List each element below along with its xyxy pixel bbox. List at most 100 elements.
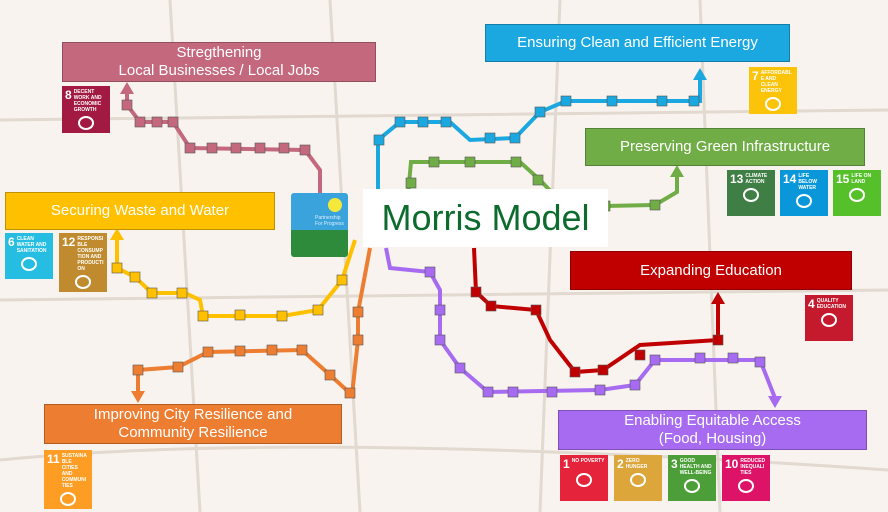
station-business (230, 142, 242, 154)
sdg-number: 13 (730, 172, 744, 186)
station-green (405, 177, 417, 189)
theme-title: Securing Waste and Water (51, 202, 229, 220)
sdg-label: SUSTAINABLE CITIES AND COMMUNITIES (61, 453, 87, 489)
station-energy (417, 116, 429, 128)
station-access (649, 354, 661, 366)
station-access (454, 362, 466, 374)
sdg-label: GOOD HEALTH AND WELL-BEING (679, 458, 712, 476)
sdg-number: 14 (783, 172, 797, 186)
station-business (278, 142, 290, 154)
arrow-icon (120, 82, 134, 94)
theme-title: Expanding Education (640, 262, 782, 280)
theme-title-line: Expanding Education (640, 261, 782, 279)
station-access (434, 304, 446, 316)
arrow-icon (670, 165, 684, 177)
station-waste (336, 274, 348, 286)
eye-globe-icon (743, 188, 759, 202)
sdg-number: 2 (617, 457, 624, 471)
sdg-number: 8 (65, 88, 72, 102)
station-waste (197, 310, 209, 322)
sdg-label: QUALITY EDUCATION (816, 298, 847, 310)
theme-title-line: Enabling Equitable Access (624, 412, 801, 429)
sdg-number: 12 (62, 235, 76, 249)
morris-model-title: Morris Model (363, 189, 608, 247)
station-education (485, 300, 497, 312)
station-resilience (202, 346, 214, 358)
bowl-icon (630, 473, 646, 487)
theme-title-line: (Food, Housing) (658, 430, 767, 447)
theme-title-line: Community Resilience (118, 424, 268, 441)
sdg-label: LIFE BELOW WATER (798, 173, 817, 191)
heartbeat-icon (684, 479, 700, 493)
station-green (428, 156, 440, 168)
station-waste (111, 262, 123, 274)
station-business (167, 116, 179, 128)
station-waste (176, 287, 188, 299)
station-resilience (324, 369, 336, 381)
sdg-label: NO POVERTY (571, 458, 605, 464)
station-waste (312, 304, 324, 316)
sdg-number: 4 (808, 297, 815, 311)
station-green (510, 156, 522, 168)
sdg-label: LIFE ON LAND (851, 173, 872, 185)
station-access (629, 379, 641, 391)
arrow-icon (768, 396, 782, 408)
station-business (134, 116, 146, 128)
arrow-icon (131, 391, 145, 403)
sdg-number: 7 (752, 69, 759, 83)
logo-text: Partnership For Progress (315, 215, 344, 227)
route-line-access (384, 247, 777, 399)
station-energy (373, 134, 385, 146)
station-education (634, 349, 646, 361)
station-resilience (234, 345, 246, 357)
infinity-icon (75, 275, 91, 289)
station-waste (129, 271, 141, 283)
theme-box-energy: Ensuring Clean and Efficient Energy (485, 24, 790, 62)
sdg-label: ZERO HUNGER (625, 458, 648, 470)
station-education (569, 366, 581, 378)
arrow-icon (693, 68, 707, 80)
station-energy (484, 132, 496, 144)
station-energy (560, 95, 572, 107)
sdg-number: 10 (725, 457, 739, 471)
station-green (532, 174, 544, 186)
theme-title-line: Securing Waste and Water (50, 202, 230, 219)
station-business (254, 142, 266, 154)
station-education (597, 364, 609, 376)
theme-box-education: Expanding Education (570, 251, 852, 290)
station-resilience (172, 361, 184, 373)
arrow-icon (110, 228, 124, 240)
station-resilience (132, 364, 144, 376)
station-business (121, 99, 133, 111)
station-energy (509, 132, 521, 144)
station-business (151, 116, 163, 128)
station-resilience (296, 344, 308, 356)
station-green (649, 199, 661, 211)
fish-icon (796, 194, 812, 208)
station-education (470, 286, 482, 298)
theme-title-line: Improving City Resilience and (93, 406, 293, 423)
station-education (530, 304, 542, 316)
theme-box-green: Preserving Green Infrastructure (585, 128, 865, 166)
sdg-label: CLEAN WATER AND SANITATION (16, 236, 47, 254)
sdg-label: AFFORDABLE AND CLEAN ENERGY (760, 70, 792, 94)
station-access (434, 334, 446, 346)
water-drop-icon (21, 257, 37, 271)
sdg-label: CLIMATE ACTION (745, 173, 768, 185)
